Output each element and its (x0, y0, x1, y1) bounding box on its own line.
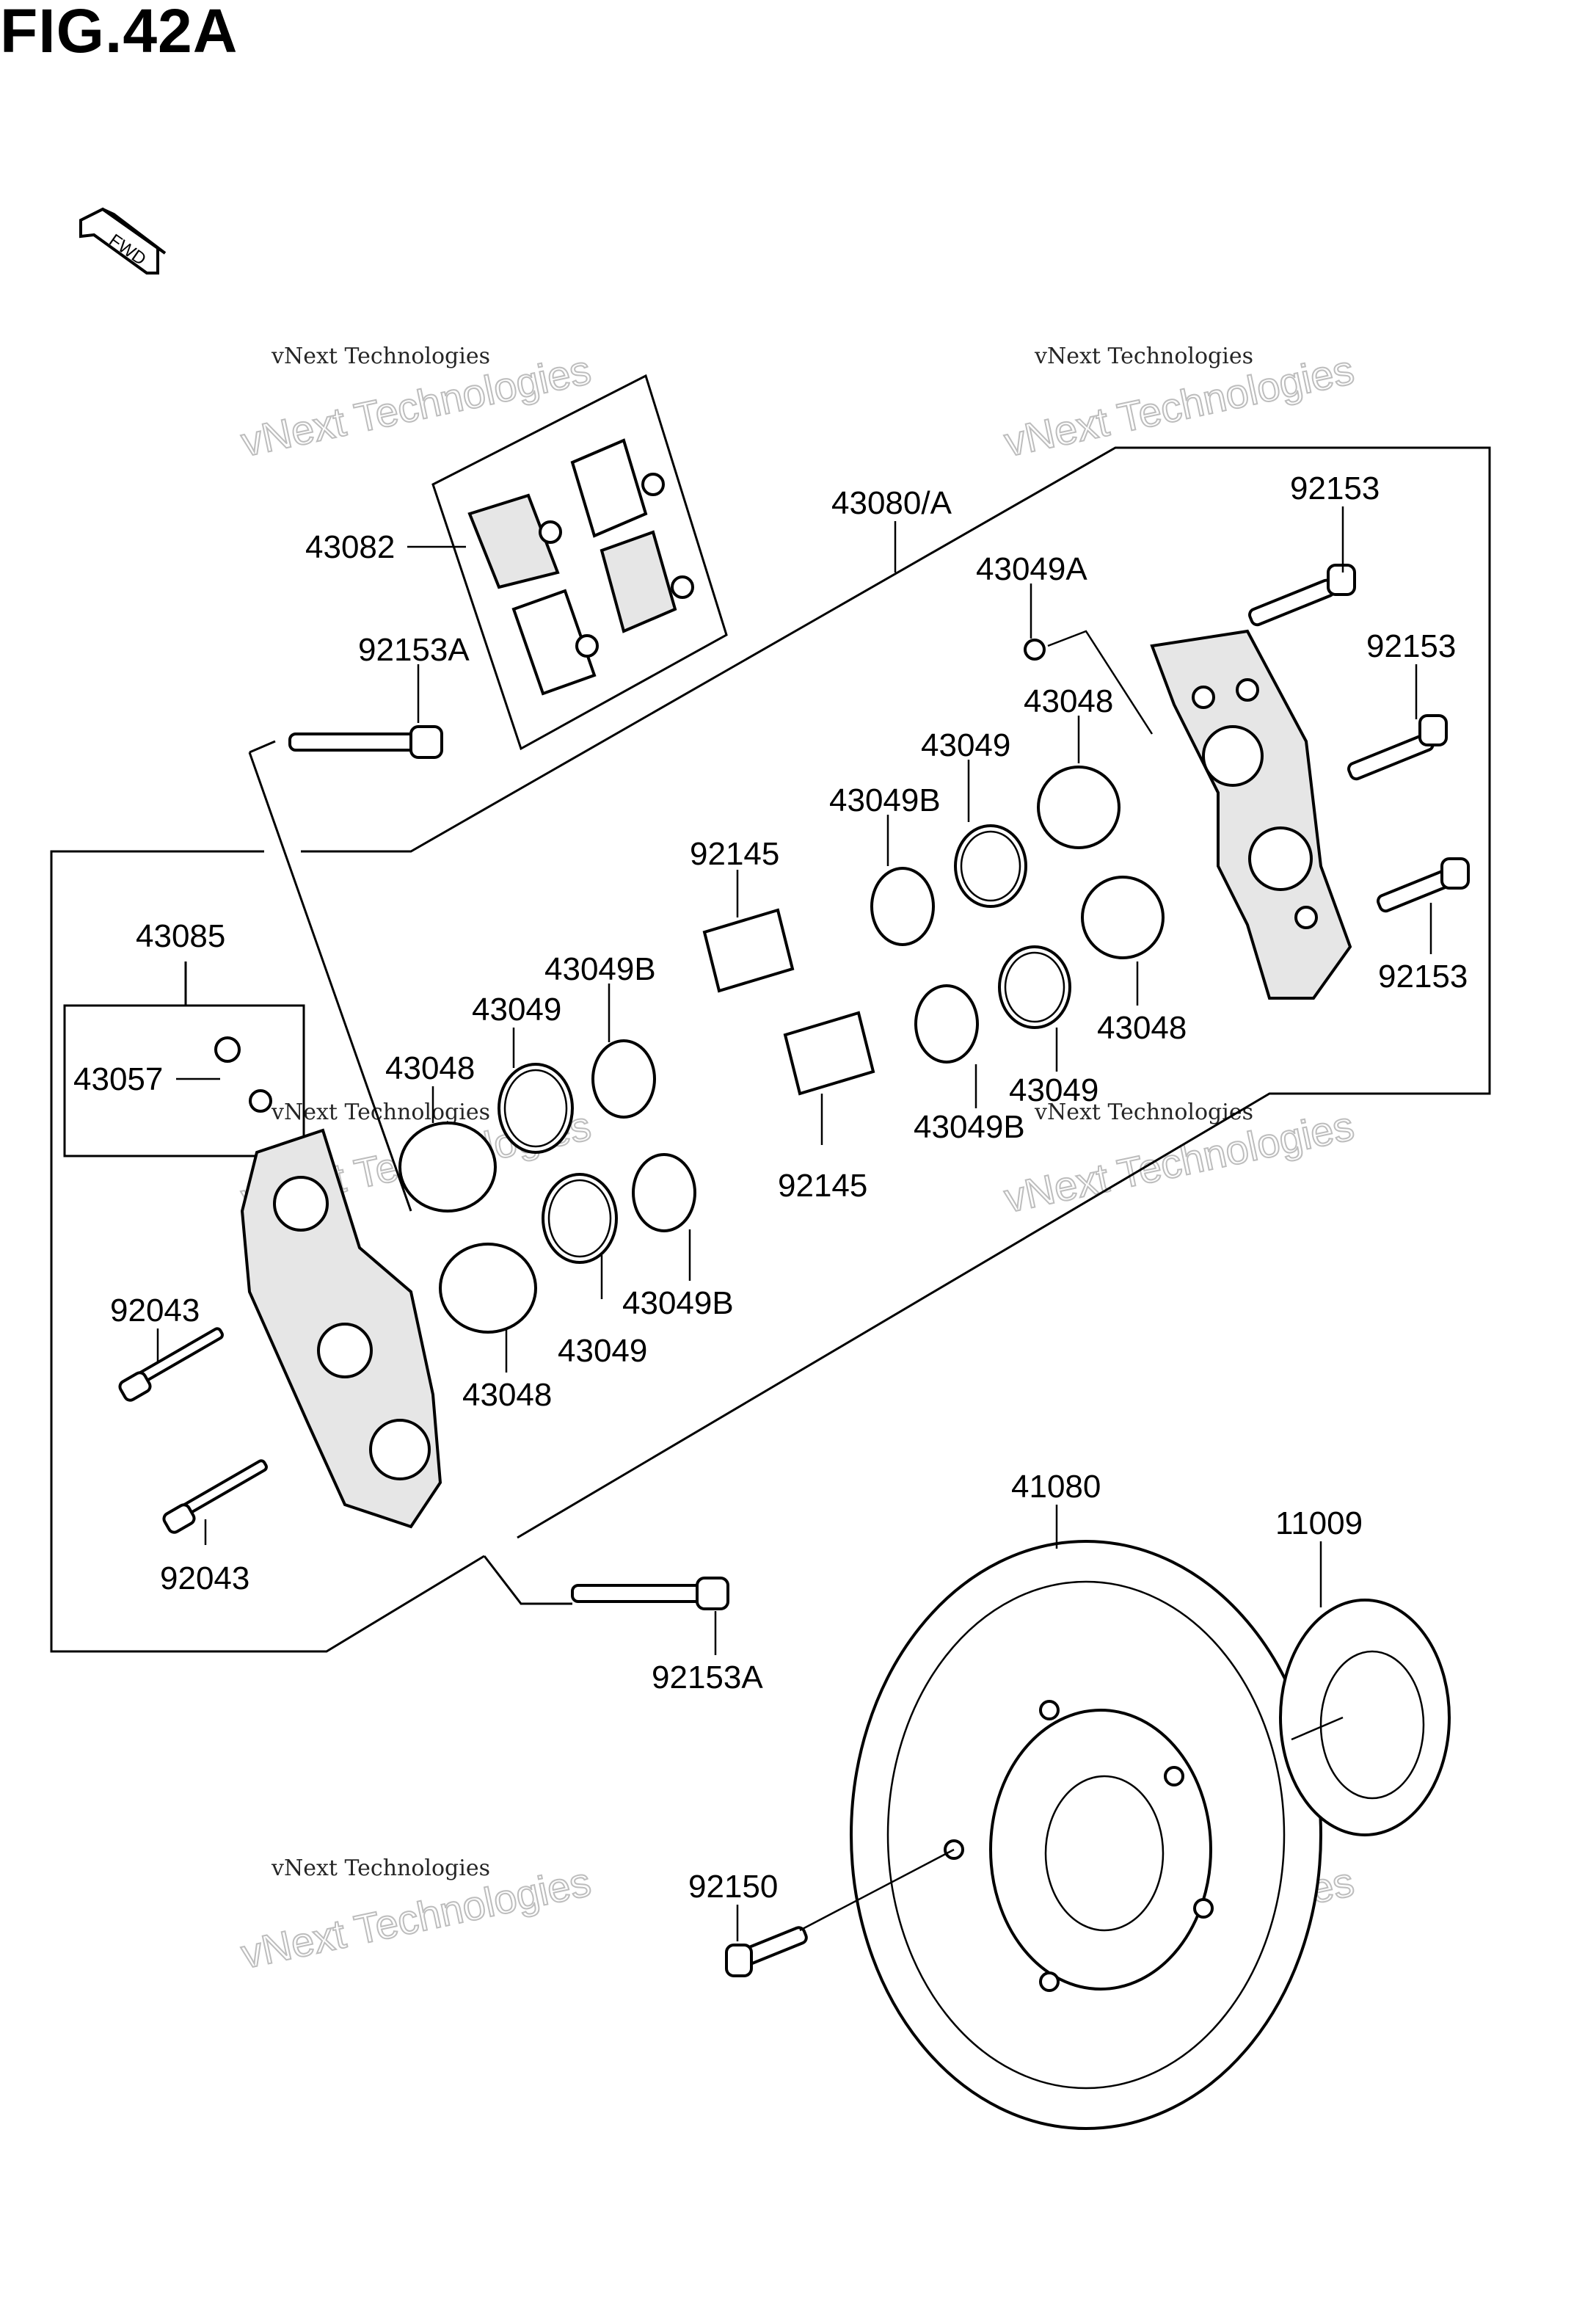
label-92153-1: 92153 (1290, 470, 1380, 506)
label-43049b-l1: 43049B (544, 951, 656, 987)
pad-kit-box (431, 374, 728, 751)
leader-lines (156, 506, 1432, 1941)
label-43048-l2: 43048 (462, 1377, 552, 1413)
brake-pads (467, 438, 694, 696)
watermark-text: vNext Technologies (271, 1099, 490, 1125)
label-43049-r1: 43049 (921, 727, 1010, 763)
part-labels: 43082 92153A 43080/A 92153 43049A 92153 … (73, 470, 1468, 1905)
label-43048-l1: 43048 (385, 1050, 475, 1086)
caliper-right-half (1150, 629, 1352, 1000)
label-43057: 43057 (73, 1061, 163, 1097)
label-43049-l1: 43049 (472, 992, 561, 1028)
label-92153-2: 92153 (1366, 628, 1456, 664)
label-43080a: 43080/A (831, 485, 952, 521)
gasket-11009 (1279, 1599, 1451, 1836)
label-92153a-top: 92153A (358, 632, 470, 668)
label-92145-2: 92145 (778, 1168, 867, 1204)
label-11009: 11009 (1275, 1505, 1363, 1541)
label-41080: 41080 (1011, 1469, 1101, 1505)
label-92145-1: 92145 (690, 836, 779, 872)
pistons-left (398, 1039, 696, 1334)
watermark-text: vNext Technologies (1034, 1099, 1253, 1125)
watermark-text: vNext Technologies (271, 343, 490, 369)
label-92153a-bottom: 92153A (652, 1660, 763, 1695)
label-92043-1: 92043 (110, 1293, 200, 1328)
label-92153-3: 92153 (1378, 959, 1468, 995)
fwd-arrow-icon: FWD (79, 207, 167, 275)
banjo-fitting (214, 1036, 272, 1113)
label-92043-2: 92043 (160, 1560, 249, 1596)
bolts-92153-right (1248, 564, 1470, 913)
caliper-left-half (240, 1128, 442, 1529)
assembly-outline (50, 374, 1491, 1653)
label-43048-r2: 43048 (1097, 1010, 1187, 1046)
figure-title: FIG.42A (0, 0, 238, 65)
label-43049b-r2: 43049B (914, 1109, 1025, 1145)
label-43049b-r1: 43049B (829, 782, 941, 818)
bolt-92150 (725, 1926, 808, 1977)
label-43082: 43082 (305, 529, 395, 565)
watermark-text: vNext Technologies (1034, 343, 1253, 369)
bolt-92153a-bottom (571, 1577, 729, 1610)
label-43048-r1: 43048 (1024, 683, 1113, 719)
pad-springs (702, 908, 875, 1096)
bleeder-43049a (1024, 639, 1046, 661)
label-43049-r2: 43049 (1009, 1072, 1098, 1108)
label-43085: 43085 (136, 918, 225, 954)
bolts-92043 (118, 1327, 268, 1534)
sub-kit-box (63, 1004, 305, 1157)
watermark-text: vNext Technologies (271, 1855, 490, 1881)
bolt-92153a-top (288, 725, 443, 759)
label-43049a: 43049A (976, 551, 1087, 587)
label-43049-l2: 43049 (558, 1333, 647, 1369)
pistons-right (870, 766, 1165, 1064)
label-43049b-l2: 43049B (622, 1285, 734, 1321)
label-92150: 92150 (688, 1869, 778, 1905)
brake-disc (850, 1540, 1322, 2130)
